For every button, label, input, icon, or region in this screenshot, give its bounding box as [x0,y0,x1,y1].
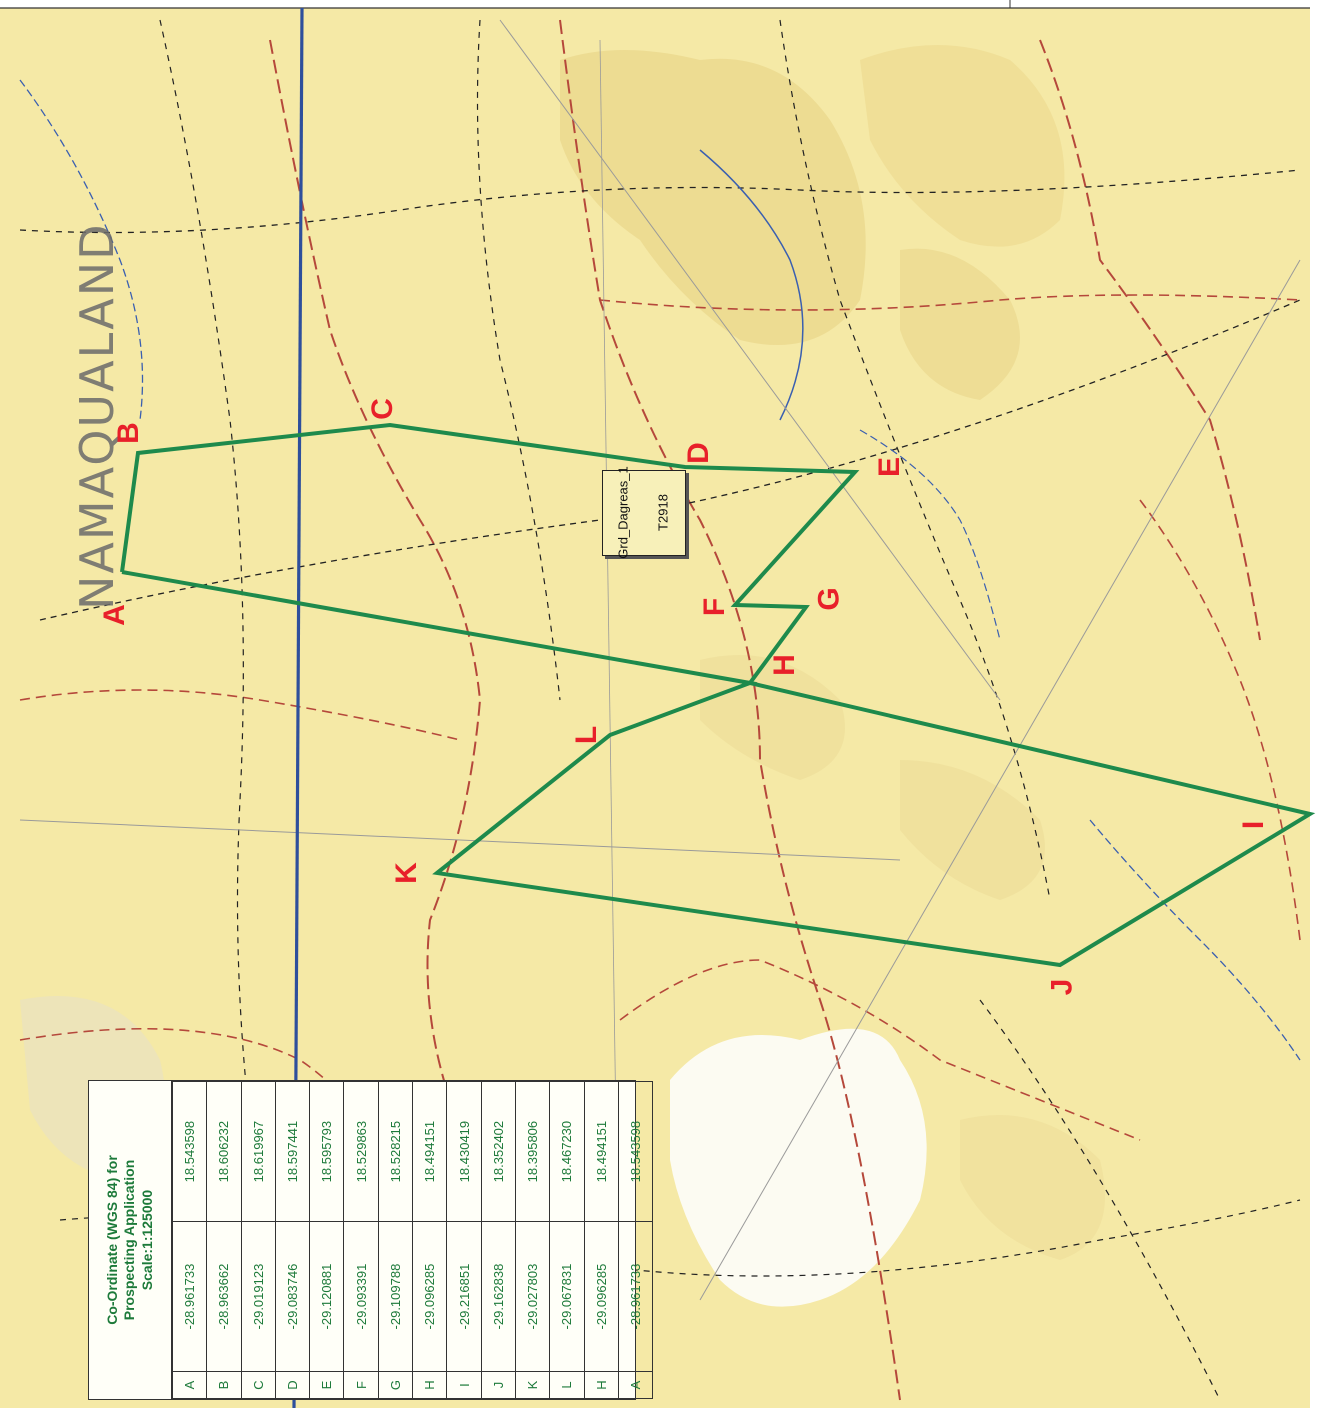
coordinate-cell-lat: -29.019123 [241,1221,276,1372]
coordinate-cell-point: B [206,1371,242,1399]
coordinate-table: Co-Ordinate (WGS 84) for Prospecting App… [88,1080,653,1400]
coordinate-table-wrap: Co-Ordinate (WGS 84) for Prospecting App… [88,1080,653,1400]
farm-tag-line1: Grd_Dagreas_1 [615,466,631,559]
coordinate-cell-point: L [549,1371,585,1399]
vertex-label-k: K [389,862,423,884]
boundary-polyline [120,422,1316,968]
coordinate-cell-point: H [412,1371,447,1399]
coordinate-cell-lat: -28.961733 [172,1221,207,1372]
coordinate-cell-lat: -29.093391 [343,1221,379,1372]
vertex-label-c: C [365,398,399,420]
vertex-label-f: F [698,597,732,617]
coordinate-cell-lon: 18.528215 [378,1081,413,1222]
vertex-label-h: H [767,654,801,676]
coordinate-cell-point: K [515,1371,550,1399]
coordinate-title-line1: Co-Ordinate (WGS 84) for [103,1155,120,1325]
coordinate-cell-point: D [275,1371,310,1399]
coordinate-cell-lat: -28.961733 [618,1221,653,1372]
vertex-label-a: A [97,604,131,626]
coordinate-cell-point: J [481,1371,516,1399]
coordinate-cell-point: I [446,1371,482,1399]
coordinate-cell-lon: 18.543598 [618,1081,653,1222]
vertex-label-j: J [1045,978,1079,996]
coordinate-cell-lon: 18.606232 [206,1081,242,1222]
coordinate-cell-lon: 18.395806 [515,1081,550,1222]
coordinate-title-line3: Scale:1:125000 [138,1189,155,1291]
coordinate-cell-lon: 18.494151 [412,1081,447,1222]
vertex-label-l: L [570,725,604,745]
coordinate-cell-lat: -29.027803 [515,1221,550,1372]
coordinate-cell-point: G [378,1371,413,1399]
coordinate-table-title: Co-Ordinate (WGS 84) for Prospecting App… [89,1081,172,1399]
coordinate-cell-point: F [343,1371,379,1399]
coordinate-cell-lon: 18.619967 [241,1081,276,1222]
coordinate-cell-lat: -29.083746 [275,1221,310,1372]
region-label-text: NAMAQUALAND [70,222,124,610]
coordinate-cell-point: H [584,1371,619,1399]
vertex-label-d: D [681,442,715,464]
coordinate-cell-lat: -29.216851 [446,1221,482,1372]
coordinate-cell-lat: -28.963662 [206,1221,242,1372]
coordinate-cell-lon: 18.467230 [549,1081,585,1222]
coordinate-cell-lon: 18.430419 [446,1081,482,1222]
vertex-label-b: B [111,422,145,444]
coordinate-cell-lat: -29.096285 [584,1221,619,1372]
coordinate-cell-lon: 18.595793 [309,1081,344,1222]
region-label: NAMAQUALAND [70,0,130,610]
coordinate-cell-lat: -29.162838 [481,1221,516,1372]
coordinate-cell-lon: 18.352402 [481,1081,516,1222]
vertex-label-e: E [873,456,907,478]
coordinate-cell-lon: 18.529863 [343,1081,379,1222]
coordinate-cell-point: A [618,1371,653,1399]
coordinate-cell-point: C [241,1371,276,1399]
farm-tag-box: Grd_Dagreas_1 T2918 [602,466,686,559]
coordinate-cell-lat: -29.109788 [378,1221,413,1372]
vertex-label-g: G [812,587,846,611]
farm-tag-line2: T2918 [655,494,671,531]
coordinate-cell-point: A [172,1371,207,1399]
coordinate-title-line2: Prospecting Application [121,1159,138,1321]
coordinate-cell-lat: -29.120881 [309,1221,344,1372]
coordinate-cell-lat: -29.096285 [412,1221,447,1372]
coordinate-cell-lon: 18.494151 [584,1081,619,1222]
coordinate-cell-lon: 18.543598 [172,1081,207,1222]
coordinate-cell-lon: 18.597441 [275,1081,310,1222]
vertex-label-i: I [1237,820,1271,830]
coordinate-cell-point: E [309,1371,344,1399]
coordinate-cell-lat: -29.067831 [549,1221,585,1372]
